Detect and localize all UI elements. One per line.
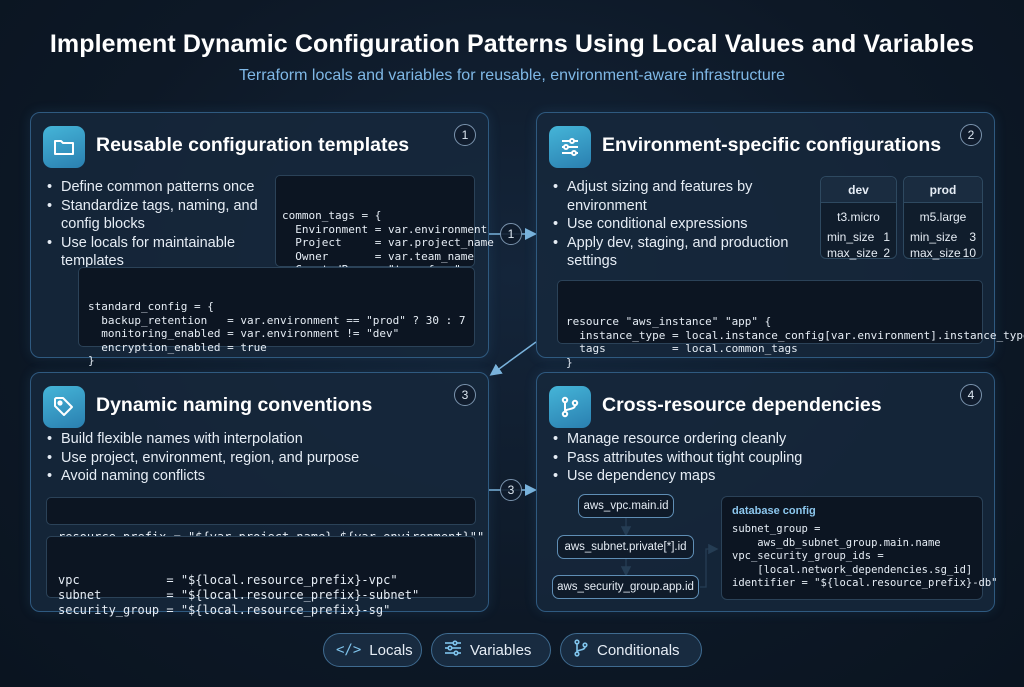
card-title: Reusable configuration templates: [96, 134, 410, 156]
card-title: Dynamic naming conventions: [96, 394, 373, 416]
card-environment-configs: Environment-specific configurations 2 Ad…: [536, 112, 1024, 369]
bullet-item: Use dependency maps: [551, 467, 851, 486]
footer-pill-variables: Variables: [431, 633, 551, 667]
env-min-value: 1: [883, 230, 890, 244]
env-max-label: max_size: [827, 246, 878, 260]
bullet-item: Define common patterns once: [45, 178, 275, 197]
env-max-label: max_size: [910, 246, 961, 260]
connector-badge-3: 3: [500, 479, 522, 501]
env-min-value: 3: [969, 230, 976, 244]
card-title: Environment-specific configurations: [602, 134, 942, 156]
env-max-value: 2: [883, 246, 890, 260]
page-title: Implement Dynamic Configuration Patterns…: [49, 30, 975, 58]
env-box-dev: dev t3.micro min_size 1 max_size 2: [820, 176, 897, 260]
folder-icon: [43, 126, 85, 168]
database-config-title: database config: [732, 505, 816, 517]
env-instance-type: t3.micro: [837, 210, 880, 224]
bullet-list: Manage resource ordering cleanly Pass at…: [551, 430, 851, 486]
code-common-tags: common_tags = { Environment = var.enviro…: [275, 175, 494, 290]
card-number: 2: [960, 124, 982, 146]
page-subtitle: Terraform locals and variables for reusa…: [238, 67, 785, 84]
card-reusable-templates: Reusable configuration templates 1 Defin…: [30, 112, 494, 367]
git-branch-icon: [549, 386, 591, 428]
pill-label: Locals: [369, 641, 413, 659]
flow-node-vpc: aws_vpc.main.id: [578, 494, 674, 518]
flow-node-subnet: aws_subnet.private[*].id: [557, 535, 694, 559]
env-name: dev: [821, 177, 896, 203]
card-dynamic-naming: Dynamic naming conventions 3 Build flexi…: [30, 372, 489, 617]
bullet-list: Adjust sizing and features by environmen…: [551, 178, 801, 271]
pill-label: Conditionals: [597, 641, 680, 659]
sliders-icon: [444, 640, 462, 660]
footer-pill-locals: </> Locals: [323, 633, 422, 667]
code-resource-prefix: resource_prefix = "${var.project_name}-$…: [46, 497, 484, 544]
code-standard-config: standard_config = { backup_retention = v…: [78, 267, 475, 367]
bullet-item: Avoid naming conflicts: [45, 467, 465, 486]
flow-node-security-group: aws_security_group.app.id: [552, 575, 699, 599]
bullet-item: Manage resource ordering cleanly: [551, 430, 851, 449]
bullet-item: Apply dev, staging, and production setti…: [551, 234, 801, 271]
bullet-item: Use conditional expressions: [551, 215, 801, 234]
database-config-box: database config subnet_group = aws_db_su…: [721, 496, 998, 600]
sliders-icon: [549, 126, 591, 168]
card-number: 3: [454, 384, 476, 406]
env-name: prod: [904, 177, 982, 203]
bullet-list: Define common patterns once Standardize …: [45, 178, 275, 271]
footer-pill-conditionals: Conditionals: [560, 633, 702, 667]
env-min-label: min_size: [910, 230, 958, 244]
card-cross-resource: Cross-resource dependencies 4 Manage res…: [536, 372, 998, 612]
bullet-item: Use project, environment, region, and pu…: [45, 449, 465, 468]
connector-badge-1: 1: [500, 223, 522, 245]
tag-icon: [43, 386, 85, 428]
database-config-code: subnet_group = aws_db_subnet_group.main.…: [732, 523, 998, 589]
git-branch-icon: [573, 639, 589, 661]
env-instance-type: m5.large: [919, 210, 967, 224]
bullet-item: Adjust sizing and features by environmen…: [551, 178, 801, 215]
code-resource-names: vpc = "${local.resource_prefix}-vpc"subn…: [46, 536, 476, 617]
card-number: 1: [454, 124, 476, 146]
code-aws-instance: resource "aws_instance" "app" { instance…: [557, 280, 1024, 369]
bullet-item: Use locals for maintainable templates: [45, 234, 275, 271]
bullet-item: Standardize tags, naming, and config blo…: [45, 197, 275, 234]
card-number: 4: [960, 384, 982, 406]
bullet-item: Pass attributes without tight coupling: [551, 449, 851, 468]
pill-label: Variables: [470, 641, 532, 659]
code-icon: </>: [336, 642, 362, 658]
bullet-list: Build flexible names with interpolation …: [45, 430, 465, 486]
bullet-item: Build flexible names with interpolation: [45, 430, 465, 449]
env-max-value: 10: [962, 246, 976, 260]
env-min-label: min_size: [827, 230, 875, 244]
card-title: Cross-resource dependencies: [602, 394, 882, 416]
connector-2-3: [489, 341, 537, 376]
